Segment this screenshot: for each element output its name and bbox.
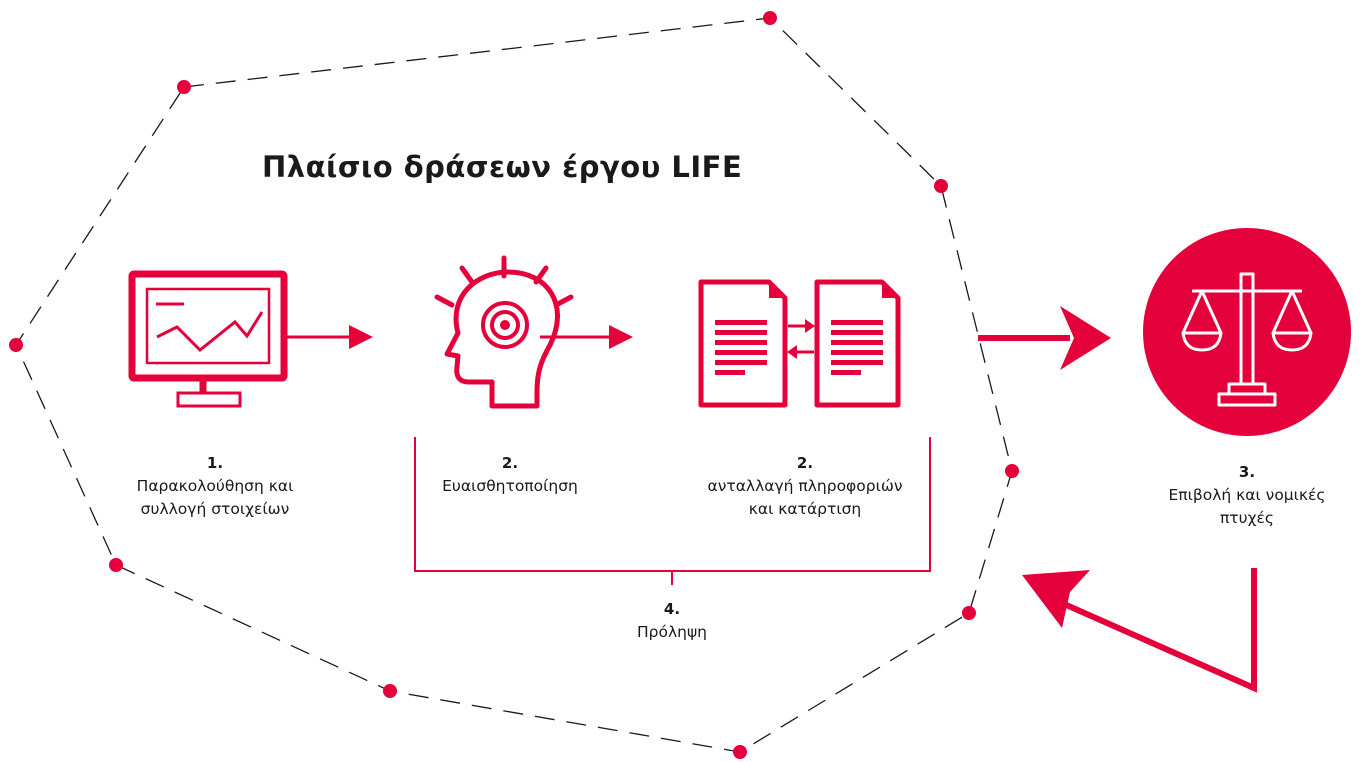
boundary-vertex (962, 606, 976, 620)
step-text-line1: Παρακολούθηση και (136, 477, 294, 495)
step-number: 1. (206, 454, 224, 472)
boundary-vertices (9, 11, 1019, 759)
boundary-vertex (9, 338, 23, 352)
arrow-to-enforcement (978, 306, 1111, 370)
boundary-vertex (109, 558, 123, 572)
boundary-vertex (763, 11, 777, 25)
prevention-bracket (414, 437, 931, 585)
step-awareness-label: 2. Ευαισθητοποίηση (400, 452, 620, 498)
boundary-vertex (1005, 464, 1019, 478)
monitor-chart-icon (128, 270, 288, 408)
enforcement-circle (1143, 228, 1351, 436)
boundary-vertex (383, 684, 397, 698)
step-text-line1: ανταλλαγή πληροφοριών (707, 477, 903, 495)
document-exchange-icon (698, 279, 901, 408)
arrow-1-to-2 (284, 325, 373, 349)
framework-boundary (15, 17, 1013, 753)
arrow-2-to-docs (540, 325, 633, 349)
step-text-line2: πτυχές (1219, 509, 1275, 527)
boundary-vertex (934, 179, 948, 193)
step-text-line1: Ευαισθητοποίηση (442, 477, 578, 495)
step-text-line2: συλλογή στοιχείων (140, 500, 290, 518)
step-text-line1: Πρόληψη (636, 623, 708, 641)
step-number: 4. (663, 600, 681, 618)
step-exchange-label: 2. ανταλλαγή πληροφοριών και κατάρτιση (660, 452, 950, 521)
step-text-line2: και κατάρτιση (748, 500, 862, 518)
step-text-line1: Επιβολή και νομικές (1168, 486, 1326, 504)
diagram-title: Πλαίσιο δράσεων έργου LIFE (262, 150, 743, 184)
step-number: 3. (1238, 463, 1256, 481)
scales-icon (1181, 272, 1313, 407)
step-prevention-label: 4. Πρόληψη (572, 598, 772, 644)
step-number: 2. (501, 454, 519, 472)
return-arrow (1022, 568, 1257, 693)
boundary-vertex (733, 745, 747, 759)
step-enforcement-label: 3. Επιβολή και νομικές πτυχές (1130, 461, 1364, 530)
step-monitoring-label: 1. Παρακολούθηση και συλλογή στοιχείων (90, 452, 340, 521)
head-target-icon (434, 255, 574, 409)
step-number: 2. (796, 454, 814, 472)
boundary-vertex (177, 80, 191, 94)
